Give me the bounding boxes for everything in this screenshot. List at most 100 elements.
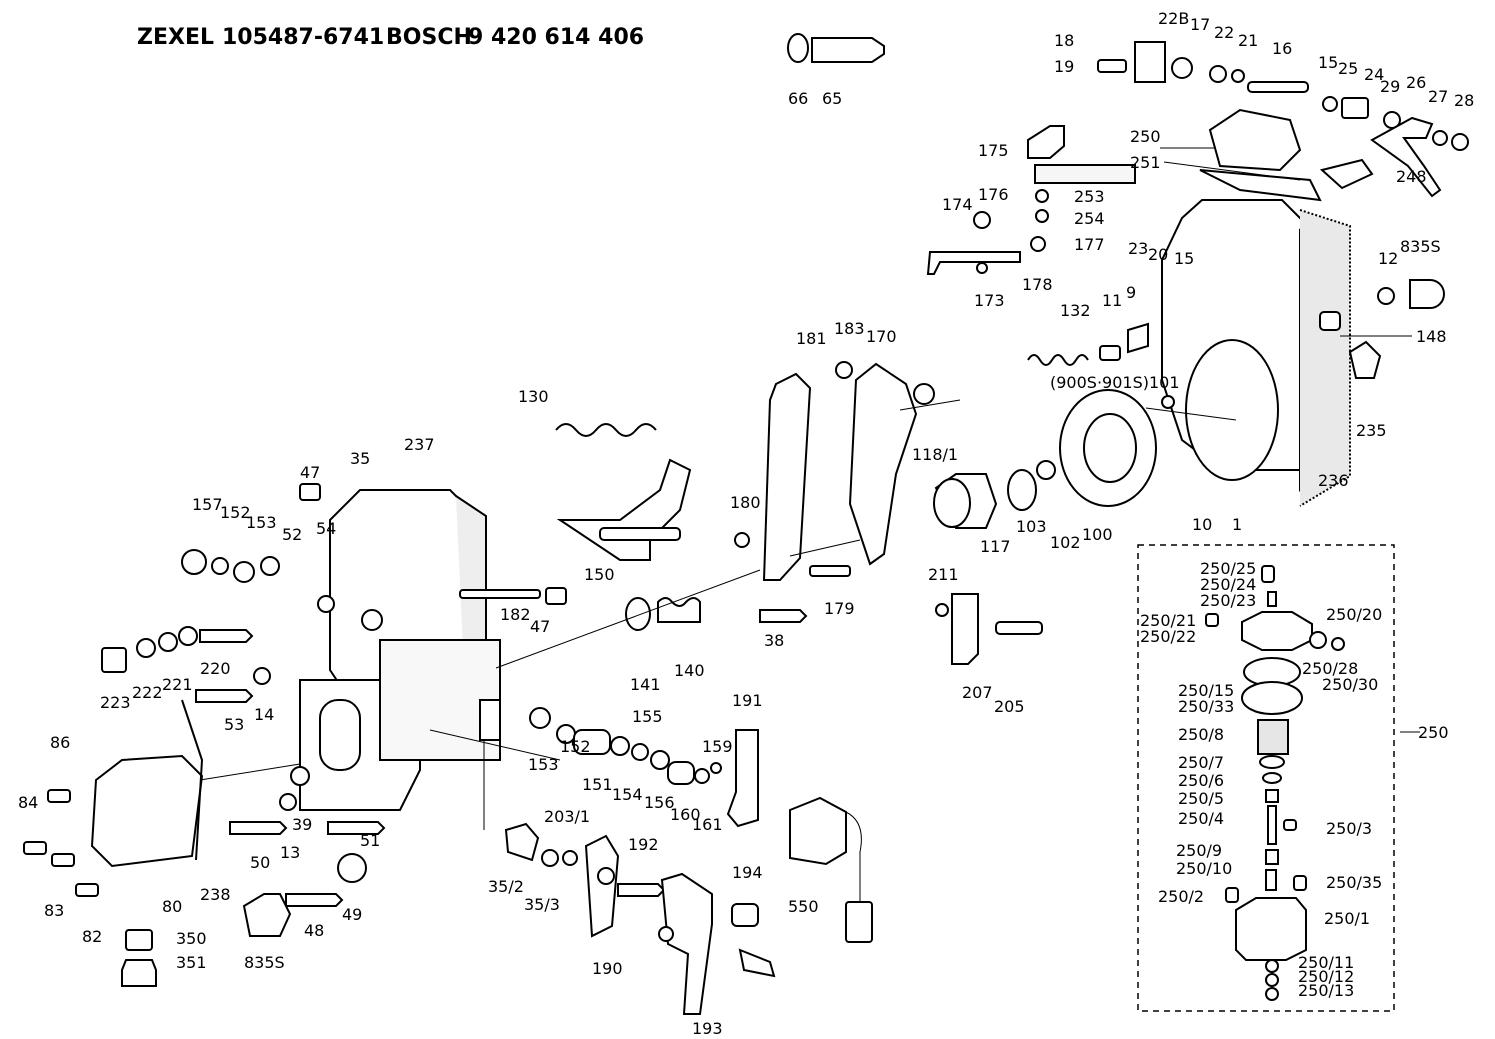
label-25: 25	[1338, 59, 1358, 78]
label-152: 152	[220, 503, 251, 522]
label-159: 159	[702, 737, 733, 756]
label-250-25: 250/25	[1200, 559, 1256, 578]
label-250-5: 250/5	[1178, 789, 1224, 808]
label-140: 140	[674, 661, 705, 680]
label-182: 182	[500, 605, 531, 624]
label-49: 49	[342, 905, 362, 924]
label-47-top: 47	[300, 463, 320, 482]
label-180: 180	[730, 493, 761, 512]
label-236: 236	[1318, 471, 1349, 490]
label-250-22: 250/22	[1140, 627, 1196, 646]
label-50: 50	[250, 853, 270, 872]
label-51: 51	[360, 831, 380, 850]
label-15-mid: 15	[1174, 249, 1194, 268]
label-237: 237	[404, 435, 435, 454]
label-103: 103	[1016, 517, 1047, 536]
label-178: 178	[1022, 275, 1053, 294]
label-65: 65	[822, 89, 842, 108]
label-35: 35	[350, 449, 370, 468]
label-150: 150	[584, 565, 615, 584]
label-16: 16	[1272, 39, 1292, 58]
label-207: 207	[962, 683, 993, 702]
label-192: 192	[628, 835, 659, 854]
label-250-23: 250/23	[1200, 591, 1256, 610]
label-220: 220	[200, 659, 231, 678]
label-250-2: 250/2	[1158, 887, 1204, 906]
label-253: 253	[1074, 187, 1105, 206]
label-21: 21	[1238, 31, 1258, 50]
label-250-top: 250	[1130, 127, 1161, 146]
label-161: 161	[692, 815, 723, 834]
label-117: 117	[980, 537, 1011, 556]
label-29: 29	[1380, 77, 1400, 96]
label-35-3: 35/3	[524, 895, 560, 914]
label-22: 22	[1214, 23, 1234, 42]
label-101: (900S·901S)101	[1050, 373, 1180, 392]
label-83: 83	[44, 901, 64, 920]
label-222: 222	[132, 683, 163, 702]
label-250-20: 250/20	[1326, 605, 1382, 624]
label-250-13: 250/13	[1298, 981, 1354, 1000]
label-38: 38	[764, 631, 784, 650]
label-141: 141	[630, 675, 661, 694]
label-193: 193	[692, 1019, 723, 1038]
label-250-30: 250/30	[1322, 675, 1378, 694]
label-152-low: 152	[560, 737, 591, 756]
label-350: 350	[176, 929, 207, 948]
label-28: 28	[1454, 91, 1474, 110]
label-100: 100	[1082, 525, 1113, 544]
label-250-33: 250/33	[1178, 697, 1234, 716]
label-27: 27	[1428, 87, 1448, 106]
label-250-21: 250/21	[1140, 611, 1196, 630]
label-550: 550	[788, 897, 819, 916]
label-176: 176	[978, 185, 1009, 204]
leader-lines	[199, 147, 1420, 830]
label-22b: 22B	[1158, 9, 1189, 28]
label-11: 11	[1102, 291, 1122, 310]
label-12: 12	[1378, 249, 1398, 268]
header-part-zexel: 105487-6741	[222, 25, 384, 50]
label-250-15: 250/15	[1178, 681, 1234, 700]
label-250-35: 250/35	[1326, 873, 1382, 892]
label-39: 39	[292, 815, 312, 834]
label-20: 20	[1148, 245, 1168, 264]
label-86: 86	[50, 733, 70, 752]
label-250-24: 250/24	[1200, 575, 1256, 594]
callout-labels: 66 65 22B 17 22 21 16 18 19 15 25 24 29 …	[18, 9, 1474, 1038]
label-183: 183	[834, 319, 865, 338]
label-250-4: 250/4	[1178, 809, 1224, 828]
label-19: 19	[1054, 57, 1074, 76]
label-9: 9	[1126, 283, 1136, 302]
label-26: 26	[1406, 73, 1426, 92]
label-170: 170	[866, 327, 897, 346]
label-238: 238	[200, 885, 231, 904]
label-48: 48	[304, 921, 324, 940]
label-835s-top: 835S	[1400, 237, 1441, 256]
label-250-28: 250/28	[1302, 659, 1358, 678]
parts-artwork	[23, 33, 1469, 1015]
label-14: 14	[254, 705, 274, 724]
label-177: 177	[1074, 235, 1105, 254]
label-17: 17	[1190, 15, 1210, 34]
label-24: 24	[1364, 65, 1384, 84]
label-250-7: 250/7	[1178, 753, 1224, 772]
label-191: 191	[732, 691, 763, 710]
label-250-8: 250/8	[1178, 725, 1224, 744]
label-248: 248	[1396, 167, 1427, 186]
label-175: 175	[978, 141, 1009, 160]
label-351: 351	[176, 953, 207, 972]
label-250-9: 250/9	[1176, 841, 1222, 860]
label-23: 23	[1128, 239, 1148, 258]
label-154: 154	[612, 785, 643, 804]
label-174: 174	[942, 195, 973, 214]
label-52: 52	[282, 525, 302, 544]
header-part-bosch: 9 420 614 406	[468, 25, 644, 50]
label-84: 84	[18, 793, 38, 812]
label-254: 254	[1074, 209, 1105, 228]
label-250-6: 250/6	[1178, 771, 1224, 790]
label-160: 160	[670, 805, 701, 824]
label-250-11: 250/11	[1298, 953, 1354, 972]
label-18: 18	[1054, 31, 1074, 50]
label-1: 1	[1232, 515, 1242, 534]
label-155: 155	[632, 707, 663, 726]
